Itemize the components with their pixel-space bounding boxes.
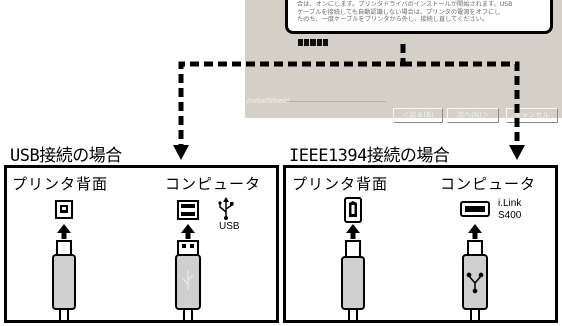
up-arrow-icon: [57, 224, 71, 239]
arrow-line-ieee: [403, 61, 520, 145]
cancel-button[interactable]: キャンセル: [506, 108, 558, 123]
usb-b-cable-icon: [52, 240, 76, 322]
firewire-4pin-cable-icon: [462, 240, 488, 322]
firewire-6pin-port-icon: [344, 197, 362, 223]
next-button[interactable]: 次へ(N)＞: [447, 108, 499, 123]
divider: [286, 101, 386, 102]
usb-a-port-icon: [177, 200, 199, 220]
arrow-head-ieee: [509, 145, 525, 160]
usb-printer-label: プリンタ背面: [12, 175, 109, 193]
arrow-line-usb: [178, 44, 406, 145]
usb-computer-label: コンピュータ: [165, 175, 262, 193]
ieee-section-title: IEEE1394接続の場合: [289, 146, 450, 166]
message-box: [285, 0, 553, 34]
usb-panel: [4, 165, 279, 323]
ieee-port-label: i.Link S400: [498, 198, 522, 221]
usb-symbol-icon: [218, 197, 234, 220]
usb-section-title: USB接続の場合: [10, 146, 122, 166]
ieee-computer-label: コンピュータ: [440, 175, 537, 193]
arrow-head-usb: [173, 145, 189, 160]
up-arrow-icon: [346, 224, 360, 239]
ieee-panel: [283, 165, 558, 323]
firewire-symbol-icon: [466, 272, 484, 294]
up-arrow-icon: [468, 224, 482, 239]
firewire-6pin-cable-icon: [341, 240, 365, 322]
usb-b-port-icon: [55, 200, 73, 219]
ieee-printer-label: プリンタ背面: [292, 175, 389, 193]
usb-port-label: USB: [219, 221, 240, 232]
installshield-label: InstallShield: [247, 97, 290, 105]
up-arrow-icon: [181, 224, 195, 239]
usb-a-cable-icon: [175, 240, 201, 322]
back-button[interactable]: ＜戻る(B): [393, 108, 443, 123]
firewire-4pin-port-icon: [460, 201, 490, 217]
progress-bar: [298, 39, 329, 46]
dialog-message: 合は、オンにします。プリンタドライバのインストールが開始されます。USB ケーブ…: [297, 1, 513, 24]
